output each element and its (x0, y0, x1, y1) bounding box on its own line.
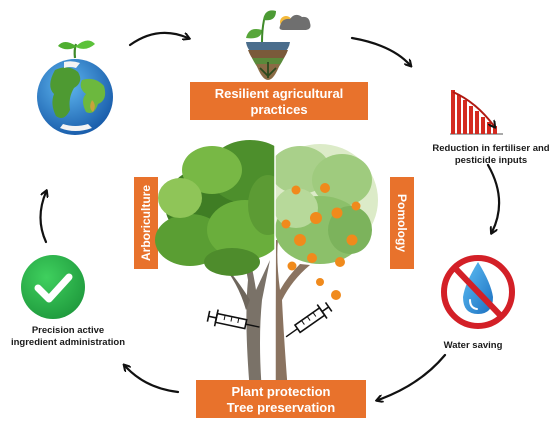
banner-right-label: Pomology (395, 194, 409, 252)
cycle-arrows (39, 31, 501, 400)
banner-left-label: Arboriculture (139, 185, 153, 261)
caption-precision-line-1: Precision active (32, 325, 104, 336)
no-water-icon (441, 255, 515, 329)
soil-plant-sun-icon (246, 10, 311, 80)
syringe-icon (285, 301, 333, 338)
arrow-globe-to-soil (128, 31, 188, 47)
tree-right-half (275, 144, 378, 392)
arrow-water-to-bottom (378, 353, 447, 400)
orange-fruits (281, 183, 361, 300)
syringe-icon (206, 309, 260, 330)
tree-left-half (155, 140, 275, 392)
caption-water-saving: Water saving (444, 340, 503, 351)
banner-pomology: Pomology (390, 177, 414, 269)
arrow-chart-to-water (486, 163, 501, 232)
banner-top-line-1: Resilient agricultural (215, 86, 344, 101)
banner-top-line-2: practices (250, 102, 307, 117)
banner-bottom-line-1: Plant protection (232, 384, 331, 399)
arrow-soil-to-chart (350, 36, 410, 65)
arrow-precision-to-globe (39, 192, 47, 244)
banner-resilient-practices: Resilient agricultural practices (190, 82, 368, 120)
tree-illustration (155, 135, 378, 395)
banner-bottom-line-2: Tree preservation (227, 400, 335, 415)
caption-reduction-line-2: pesticide inputs (455, 155, 527, 166)
checkmark-icon (21, 255, 85, 319)
arrow-bottom-to-precision (125, 366, 180, 394)
banner-arboriculture: Arboriculture (134, 177, 158, 269)
declining-bar-chart-icon (450, 90, 503, 135)
caption-precision-line-2: ingredient administration (11, 337, 125, 348)
caption-reduction-line-1: Reduction in fertiliser and (432, 143, 549, 154)
banner-plant-protection: Plant protection Tree preservation (196, 380, 366, 418)
globe-with-sprout-icon (37, 40, 113, 135)
